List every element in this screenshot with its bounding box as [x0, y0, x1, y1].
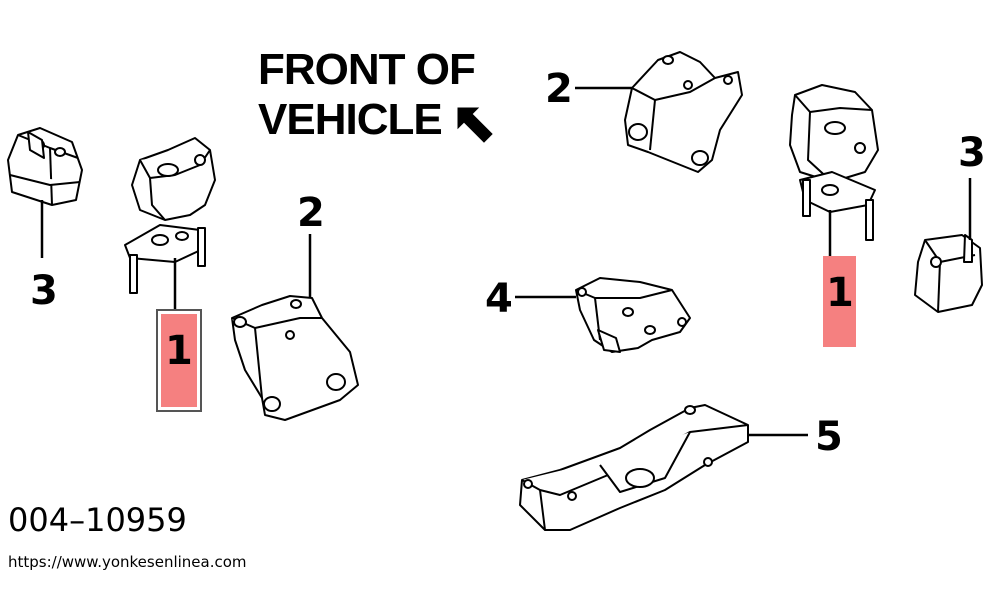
callout-3-left: 3 — [30, 268, 58, 314]
part-3-right-mount — [914, 234, 983, 313]
part-2-right-bracket — [624, 51, 743, 173]
part-number: 004–10959 — [8, 501, 187, 539]
callout-1-left-highlight — [161, 314, 197, 407]
callout-1-right-highlight — [823, 256, 856, 347]
title-line-2: VEHICLE — [258, 95, 442, 144]
part-5-crossmember — [519, 404, 749, 531]
callout-1-right: 1 — [826, 270, 854, 316]
callout-5: 5 — [815, 414, 843, 460]
callout-2-right: 2 — [545, 66, 573, 112]
part-4-mount — [575, 277, 691, 353]
part-2-left-bracket — [231, 295, 359, 421]
part-1-right-mount — [789, 84, 879, 241]
title-line-1: FRONT OF — [258, 45, 475, 94]
callout-3-right: 3 — [958, 130, 986, 176]
part-1-left-mount — [124, 137, 216, 294]
callout-1-left-frame — [156, 309, 202, 412]
part-3-left-mount — [7, 127, 83, 206]
callout-2-left: 2 — [297, 190, 325, 236]
website-link[interactable]: https://www.yonkesenlinea.com — [8, 553, 247, 571]
callout-1-left: 1 — [165, 328, 193, 374]
callout-4: 4 — [485, 276, 513, 322]
front-direction-arrow-icon — [457, 107, 493, 143]
